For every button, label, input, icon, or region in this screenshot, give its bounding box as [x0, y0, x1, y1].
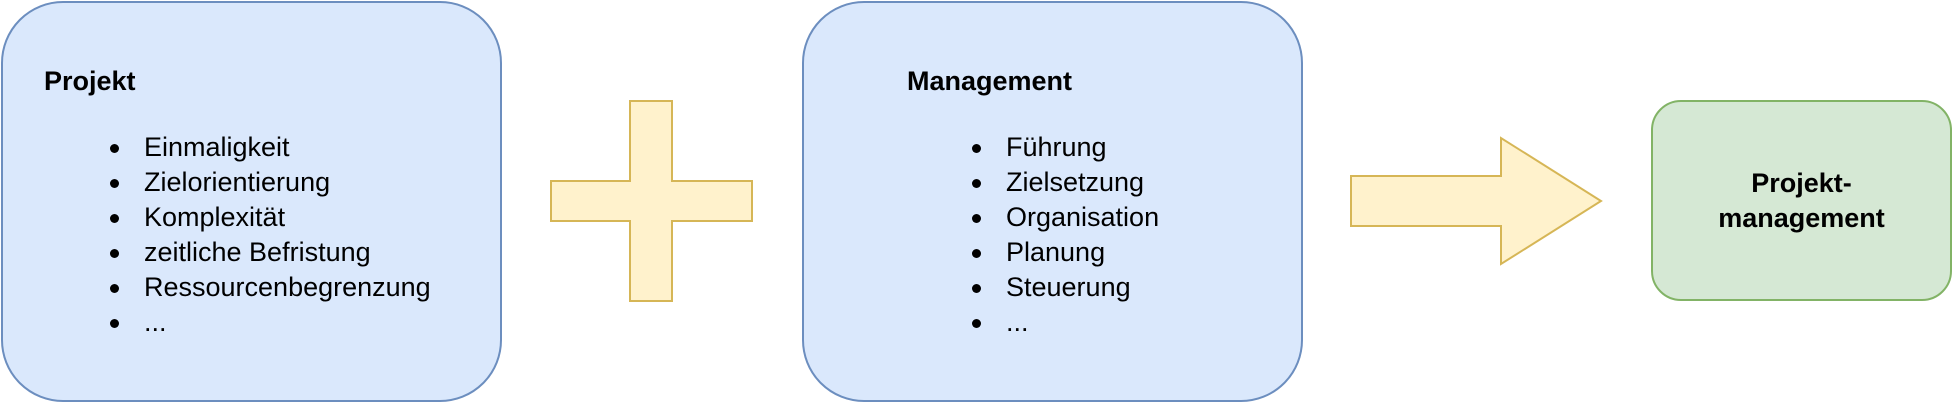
list-item: Organisation — [971, 200, 1159, 235]
list-item: ... — [971, 305, 1159, 340]
list-item: ... — [110, 305, 431, 340]
list-item: Komplexität — [110, 200, 431, 235]
result-line-1: Projekt- — [1751, 167, 1852, 198]
projekt-box: Projekt Einmaligkeit Zielorientierung Ko… — [1, 1, 502, 402]
list-item: Zielorientierung — [110, 165, 431, 200]
management-title: Management — [907, 66, 1073, 96]
projektmanagement-title: Projekt- management — [1718, 166, 1885, 236]
result-line-2: management — [1718, 202, 1885, 233]
management-box: Management Führung Zielsetzung Organisat… — [802, 1, 1303, 402]
list-item: Einmaligkeit — [110, 130, 431, 165]
list-item: Steuerung — [971, 270, 1159, 305]
management-list: Führung Zielsetzung Organisation Planung… — [971, 130, 1159, 340]
projektmanagement-box: Projekt- management — [1651, 100, 1952, 301]
arrow-right-icon — [1350, 136, 1603, 266]
projekt-list: Einmaligkeit Zielorientierung Komplexitä… — [110, 130, 431, 340]
plus-icon — [550, 100, 753, 302]
list-item: zeitliche Befristung — [110, 235, 431, 270]
list-item: Zielsetzung — [971, 165, 1159, 200]
list-item: Führung — [971, 130, 1159, 165]
projekt-title: Projekt — [44, 66, 136, 96]
list-item: Planung — [971, 235, 1159, 270]
list-item: Ressourcenbegrenzung — [110, 270, 431, 305]
